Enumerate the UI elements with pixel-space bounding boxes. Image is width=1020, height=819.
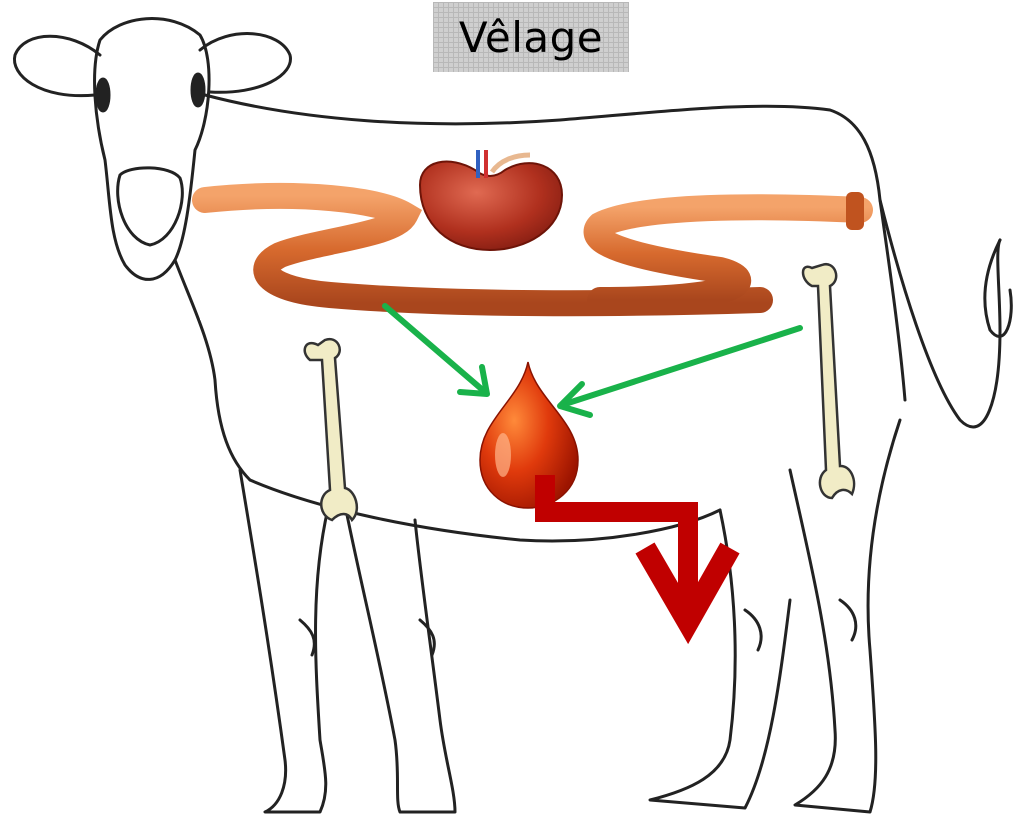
arrow-bone-to-blood: [560, 328, 800, 415]
arrow-blood-outflow: [545, 475, 730, 625]
title-box: Vêlage: [433, 2, 629, 72]
blood-drop-icon: [480, 362, 578, 508]
page-title: Vêlage: [459, 13, 603, 62]
